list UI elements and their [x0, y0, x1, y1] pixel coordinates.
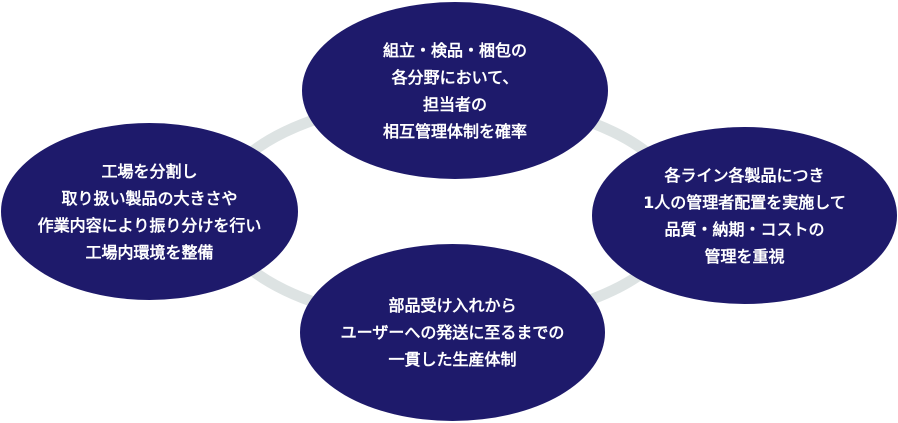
node-top: 組立・検品・梱包の 各分野において、 担当者の 相互管理体制を確率 [302, 2, 608, 179]
node-right-line-2: 1人の管理者配置を実施して [643, 192, 846, 212]
node-left-line-3: 作業内容により振り分けを行い [37, 215, 262, 235]
node-left: 工場を分割し 取り扱い製品の大きさや 作業内容により振り分けを行い 工場内環境を… [1, 123, 298, 300]
node-right-line-1: 各ライン各製品につき [664, 165, 825, 185]
node-right: 各ライン各製品につき 1人の管理者配置を実施して 品質・納期・コストの 管理を重… [592, 127, 897, 304]
node-top-line-1: 組立・検品・梱包の [382, 40, 527, 60]
node-bottom: 部品受け入れから ユーザーへの発送に至るまでの 一貫した生産体制 [300, 244, 605, 421]
node-bottom-line-1: 部品受け入れから [388, 296, 517, 315]
node-right-line-3: 品質・納期・コストの [664, 219, 825, 239]
node-top-line-4: 相互管理体制を確率 [382, 121, 527, 141]
node-left-line-1: 工場を分割し [101, 161, 198, 181]
node-right-line-4: 管理を重視 [704, 246, 785, 266]
node-bottom-line-2: ユーザーへの発送に至るまでの [340, 323, 565, 342]
node-top-line-2: 各分野において、 [391, 67, 519, 87]
node-left-line-2: 取り扱い製品の大きさや [61, 188, 238, 208]
node-left-line-4: 工場内環境を整備 [85, 242, 214, 262]
node-bottom-line-3: 一貫した生産体制 [388, 350, 517, 369]
node-top-line-3: 担当者の [422, 94, 487, 114]
